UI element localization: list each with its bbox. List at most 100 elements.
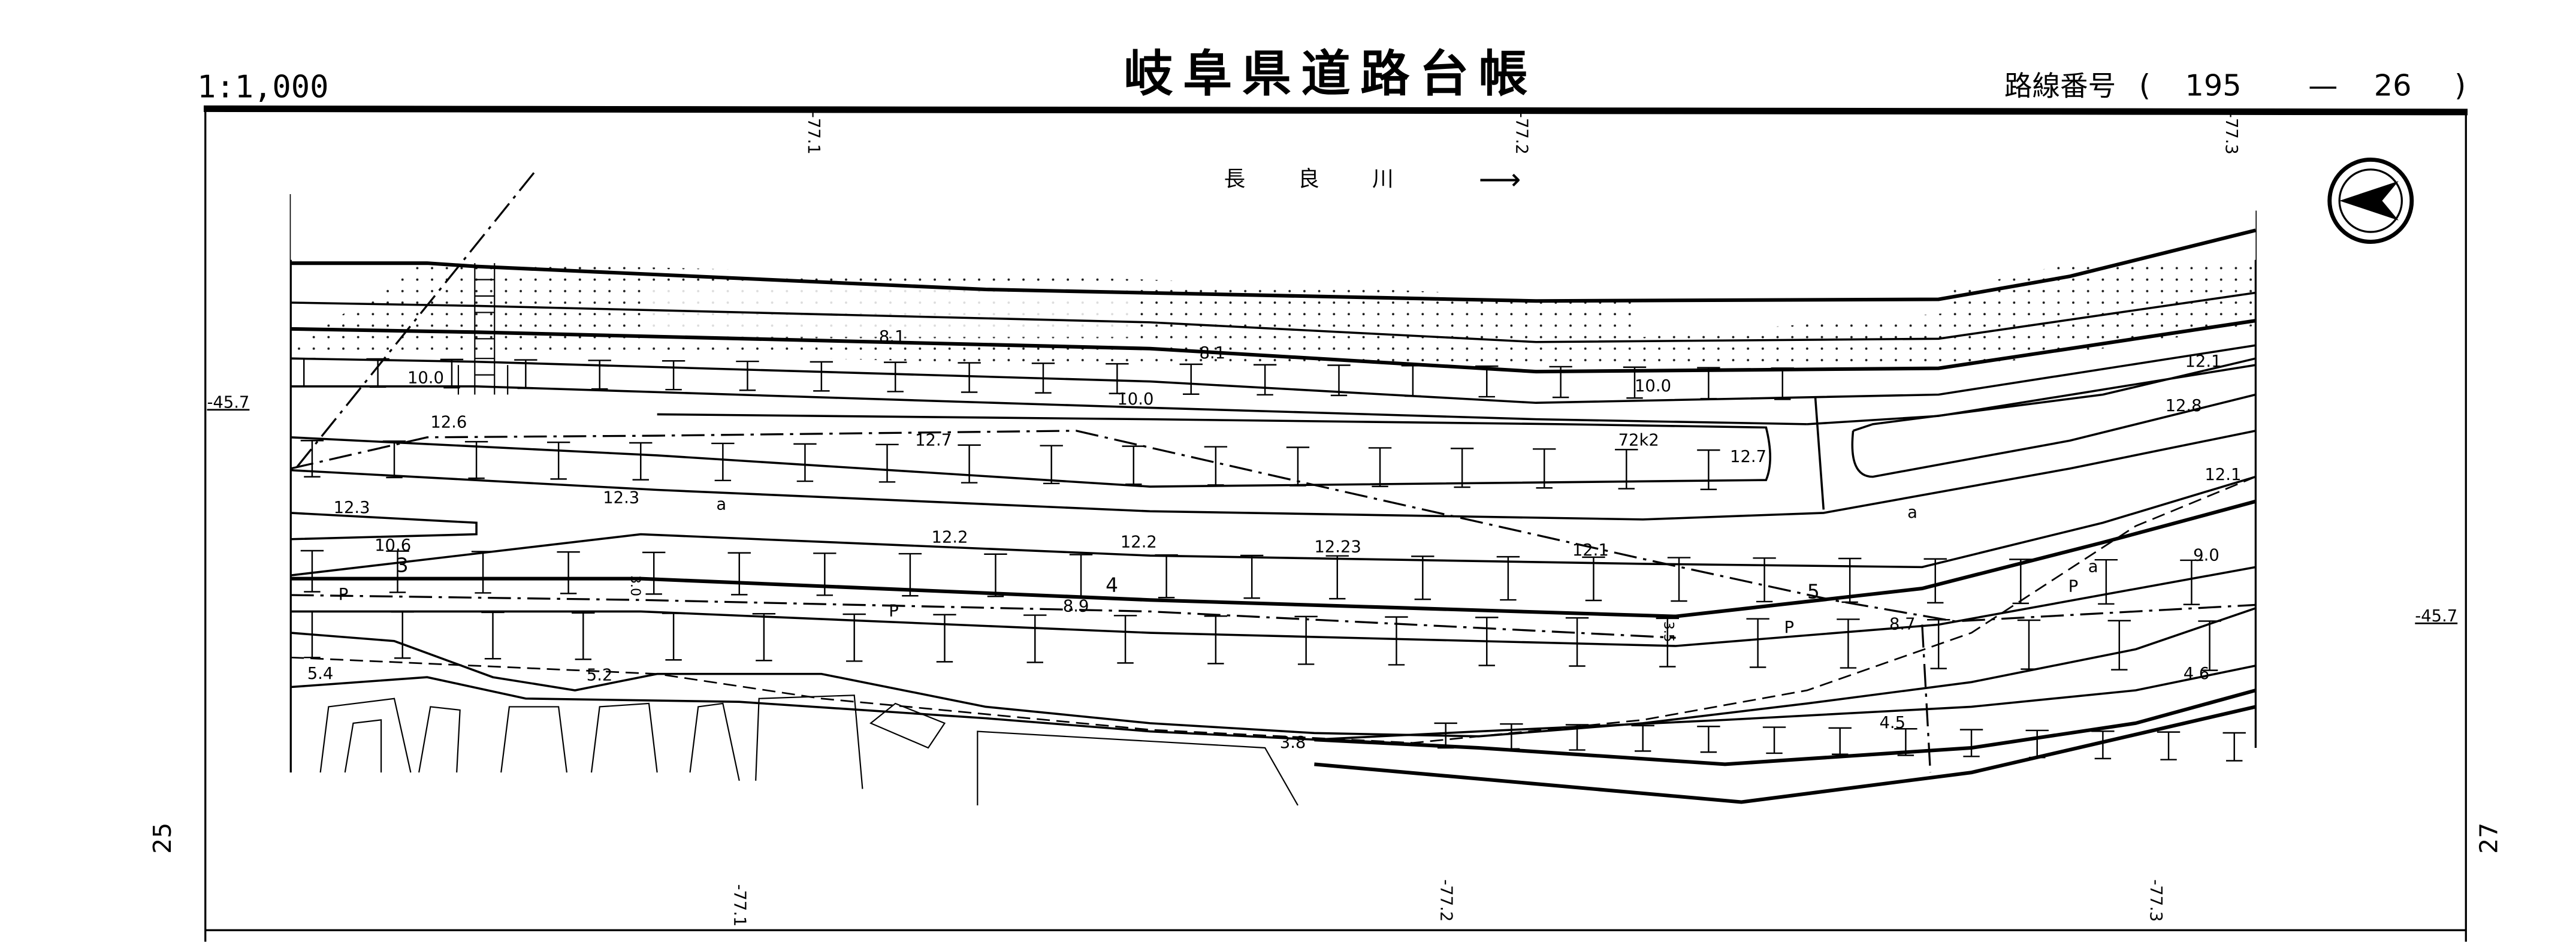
slope-mark <box>440 358 464 389</box>
slope-mark <box>752 613 776 662</box>
slope-mark <box>1615 449 1638 490</box>
route-no: 195 <box>2185 68 2241 103</box>
elevation-label: 12.2 <box>932 528 968 547</box>
slope-marks <box>292 357 2246 762</box>
slope-mark <box>813 552 836 596</box>
slope-mark <box>1496 555 1520 601</box>
slope-mark <box>1069 554 1093 598</box>
slope-mark <box>842 613 866 662</box>
slope-mark <box>1240 554 1264 599</box>
elevation-label: 12.23 <box>1314 538 1361 557</box>
road-drawing <box>289 172 2257 806</box>
slope-mark <box>1253 364 1277 396</box>
offset-right: -45.7 <box>2415 607 2457 626</box>
slope-mark <box>1155 554 1178 599</box>
slope-mark <box>1286 446 1310 487</box>
road-mark-label: P <box>339 585 349 604</box>
slope-mark <box>2107 620 2131 671</box>
slope-mark <box>1325 555 1349 600</box>
road-mark-label: a <box>1907 503 1917 522</box>
slope-mark <box>1894 728 1917 756</box>
slope-mark <box>2025 729 2049 759</box>
elevation-label: 8.1 <box>1199 344 1225 363</box>
slope-mark <box>1385 616 1408 666</box>
slope-mark <box>1450 448 1474 488</box>
slope-mark <box>2198 620 2221 671</box>
offset-left: -45.7 <box>207 393 249 412</box>
slope-mark <box>2222 732 2246 762</box>
slope-mark <box>1697 725 1720 753</box>
road-mark-label: P <box>889 602 899 621</box>
elevation-label: 12.8 <box>2166 397 2202 415</box>
slope-mark <box>1549 366 1572 398</box>
elevation-label: 12.3 <box>334 499 370 517</box>
elevation-label: 10.6 <box>375 536 411 555</box>
slope-mark <box>386 550 409 593</box>
slope-mark <box>572 612 595 660</box>
scale-label: 1:1,000 <box>197 69 328 105</box>
station-top: -77.2 <box>1512 112 1531 155</box>
elevation-label: 8.7 <box>1889 615 1916 634</box>
slope-mark <box>1697 367 1720 400</box>
slope-mark <box>481 611 505 660</box>
route-open: ( <box>2139 68 2151 103</box>
slope-mark <box>300 440 324 478</box>
elevation-label: 8.1 <box>879 328 905 346</box>
slope-mark <box>1753 557 1776 603</box>
slope-mark <box>1204 615 1228 665</box>
slope-mark <box>933 614 956 663</box>
elevation-label: 9.0 <box>2193 546 2219 564</box>
slope-mark <box>1697 449 1720 491</box>
page-title: 岐阜県道路台帳 <box>1124 46 1538 102</box>
section-number: 3 <box>396 554 409 577</box>
slope-mark <box>557 551 580 594</box>
slope-mark <box>1434 722 1457 749</box>
slope-mark <box>1204 446 1228 486</box>
slope-mark <box>1031 363 1055 394</box>
slope-mark <box>875 443 899 483</box>
map-labels: 8.1 8.1 10.0 10.0 10.0 12.1 12.8 12.6 12… <box>307 328 2242 752</box>
slope-mark <box>514 359 537 390</box>
river-name: 長 良 川 <box>1224 167 1417 191</box>
slope-mark <box>546 441 570 480</box>
slope-mark <box>1927 618 1950 669</box>
slope-mark <box>727 552 751 596</box>
elevation-label: 4.6 <box>2184 665 2210 683</box>
slope-mark <box>736 360 759 391</box>
station-labels: -77.1 -77.2 -77.3 -77.1 -77.2 -77.3 -45.… <box>148 112 2503 927</box>
north-arrow-icon <box>2327 158 2414 244</box>
slope-mark <box>1959 729 1983 757</box>
slope-mark <box>958 362 981 393</box>
slope-mark <box>1294 615 1318 665</box>
slope-mark <box>1623 366 1647 399</box>
slope-mark <box>2009 558 2033 605</box>
slope-mark <box>1838 557 1862 603</box>
slope-mark <box>1656 617 1680 668</box>
slope-mark <box>662 612 685 661</box>
slope-mark <box>1828 727 1852 755</box>
road-mark-label: a <box>716 495 726 514</box>
slope-mark <box>1582 556 1605 602</box>
station-bottom: -77.2 <box>1436 879 1455 922</box>
kilo-post-label: 72k2 <box>1618 431 1659 450</box>
slope-mark <box>1475 617 1499 666</box>
elevation-label: 10.0 <box>1635 377 1671 395</box>
slope-mark <box>2094 558 2118 605</box>
slope-mark <box>1023 614 1047 663</box>
slope-mark <box>1500 723 1523 750</box>
slope-mark <box>1923 558 1947 604</box>
prev-sheet: 25 <box>148 823 177 854</box>
slope-mark <box>711 442 735 482</box>
slope-mark <box>1122 445 1145 485</box>
slope-mark <box>382 440 406 479</box>
elevation-label: 12.2 <box>1121 533 1157 551</box>
road-mark-label: a <box>2088 558 2098 576</box>
slope-mark <box>984 553 1007 597</box>
slope-mark <box>1179 363 1203 395</box>
elevation-label: 8.9 <box>1063 597 1089 615</box>
elevation-label: 10.0 <box>407 369 444 387</box>
slope-mark <box>662 360 685 391</box>
station-top: -77.3 <box>2222 112 2240 155</box>
slope-mark <box>1746 618 1769 668</box>
